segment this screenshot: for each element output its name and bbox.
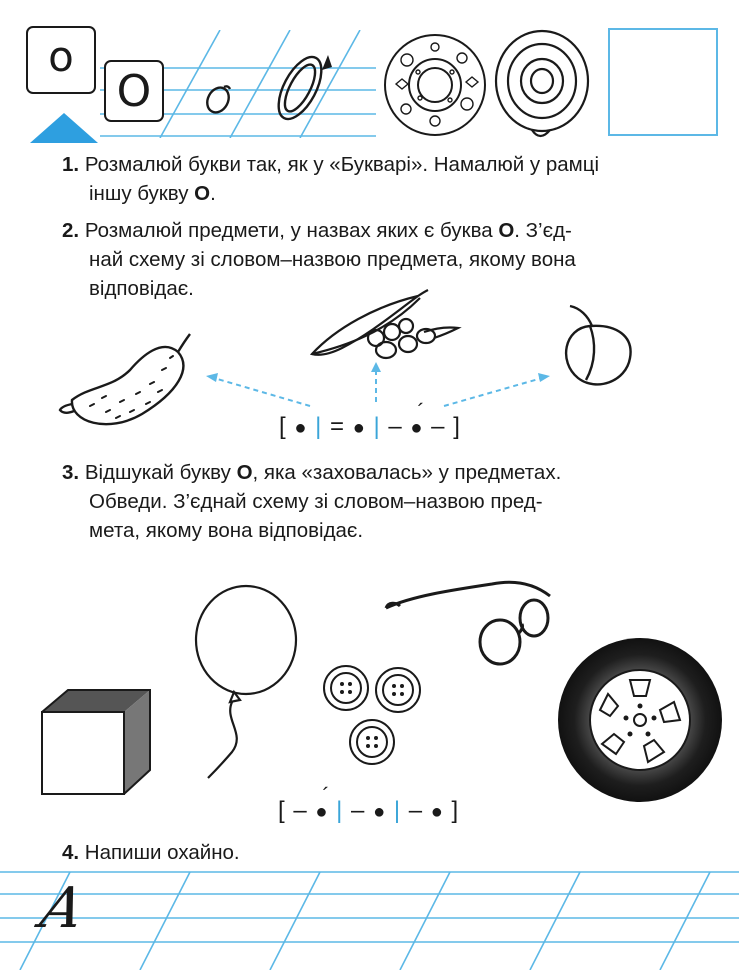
scheme-2: [ – ●´ | – ● | – ● ] [278, 783, 460, 824]
connector-arrows [206, 362, 550, 407]
drawing-frame [608, 28, 718, 136]
task-2: 2. Розмалюй предмети, у назвах яких є бу… [62, 216, 576, 303]
task-3-line1: Відшукай букву О, яка «заховалась» у пре… [84, 461, 562, 484]
task-4: 4. Напиши охайно. [62, 838, 240, 867]
buttons-icon [323, 665, 421, 765]
task-4-number: 4. [62, 841, 80, 864]
big-letter-card: О [104, 60, 164, 122]
small-letter-card: о [26, 26, 96, 94]
task-3-number: 3. [62, 461, 80, 484]
pea-pod-icon [309, 289, 462, 360]
tire-icon [558, 638, 722, 802]
plum-icon [564, 304, 632, 386]
task-3-line2: Обведи. З’єднай схему зі словом–назвою п… [89, 490, 543, 513]
blue-triangle-icon [30, 113, 98, 143]
task-1: 1. Розмалюй букви так, як у «Букварі». Н… [62, 150, 599, 208]
cucumber-icon [58, 333, 191, 426]
balloon-icon [194, 584, 298, 779]
task-3: 3. Відшукай букву О, яка «заховалась» у … [62, 458, 561, 545]
lifebuoy-icon [494, 29, 590, 138]
pattern-ring-icon [384, 34, 486, 136]
task-1-line2: іншу букву О. [89, 182, 216, 205]
task-2-line3: відповідає. [89, 277, 194, 300]
glasses-icon [384, 580, 551, 666]
cube-icon [41, 689, 151, 795]
task-2-line1: Розмалюй предмети, у назвах яких є буква… [84, 219, 572, 242]
task-2-line2: най схему зі словом–назвою предмета, яко… [89, 248, 576, 271]
small-letter: о [48, 31, 74, 81]
task-3-line3: мета, якому вона відповідає. [89, 519, 364, 542]
big-letter: О [116, 65, 152, 117]
task-1-number: 1. [62, 153, 80, 176]
task-2-number: 2. [62, 219, 80, 242]
writing-practice-lines [0, 871, 739, 970]
task-1-line1: Розмалюй букви так, як у «Букварі». Нама… [84, 153, 600, 176]
task-4-text: Напиши охайно. [79, 841, 240, 864]
scheme-1: [ ● | = ● | – ●´ – ] [279, 399, 461, 440]
